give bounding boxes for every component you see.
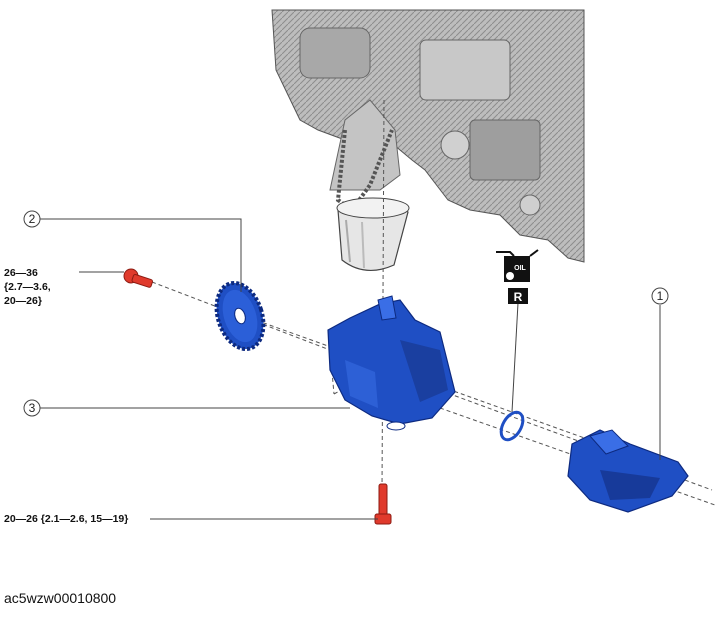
oil-pump-sprocket — [214, 280, 266, 352]
engine-block — [271, 9, 585, 263]
oil-strainer — [567, 429, 689, 513]
pump-bolt — [374, 483, 392, 525]
callout-2-number: 2 — [29, 212, 36, 226]
replace-symbol-label: R — [514, 290, 523, 304]
oil-filter — [336, 197, 410, 271]
sprocket-torque-line-3: 20—26} — [4, 295, 42, 307]
oil-pump-body — [327, 295, 456, 431]
oil-symbol-label: OIL — [514, 265, 526, 272]
leader-lines — [40, 218, 661, 520]
oil-replace-symbol: OIL R — [496, 249, 539, 304]
callout-3-number: 3 — [29, 401, 36, 415]
o-ring — [499, 410, 525, 442]
sprocket-torque-line-1: 26—36 — [4, 267, 38, 279]
sprocket-bolt — [123, 268, 154, 288]
figure-id: ac5wzw00010800 — [4, 590, 117, 606]
callout-1-number: 1 — [657, 289, 664, 303]
callout-3: 3 — [23, 399, 41, 417]
sprocket-torque-line-2: {2.7—3.6, — [4, 281, 51, 293]
callout-2: 2 — [23, 210, 41, 228]
pump-bolt-torque: 20—26 {2.1—2.6, 15—19} — [4, 513, 129, 525]
sprocket-bolt-torque: 26—36 {2.7—3.6, 20—26} — [4, 266, 51, 308]
callout-1: 1 — [651, 287, 669, 305]
